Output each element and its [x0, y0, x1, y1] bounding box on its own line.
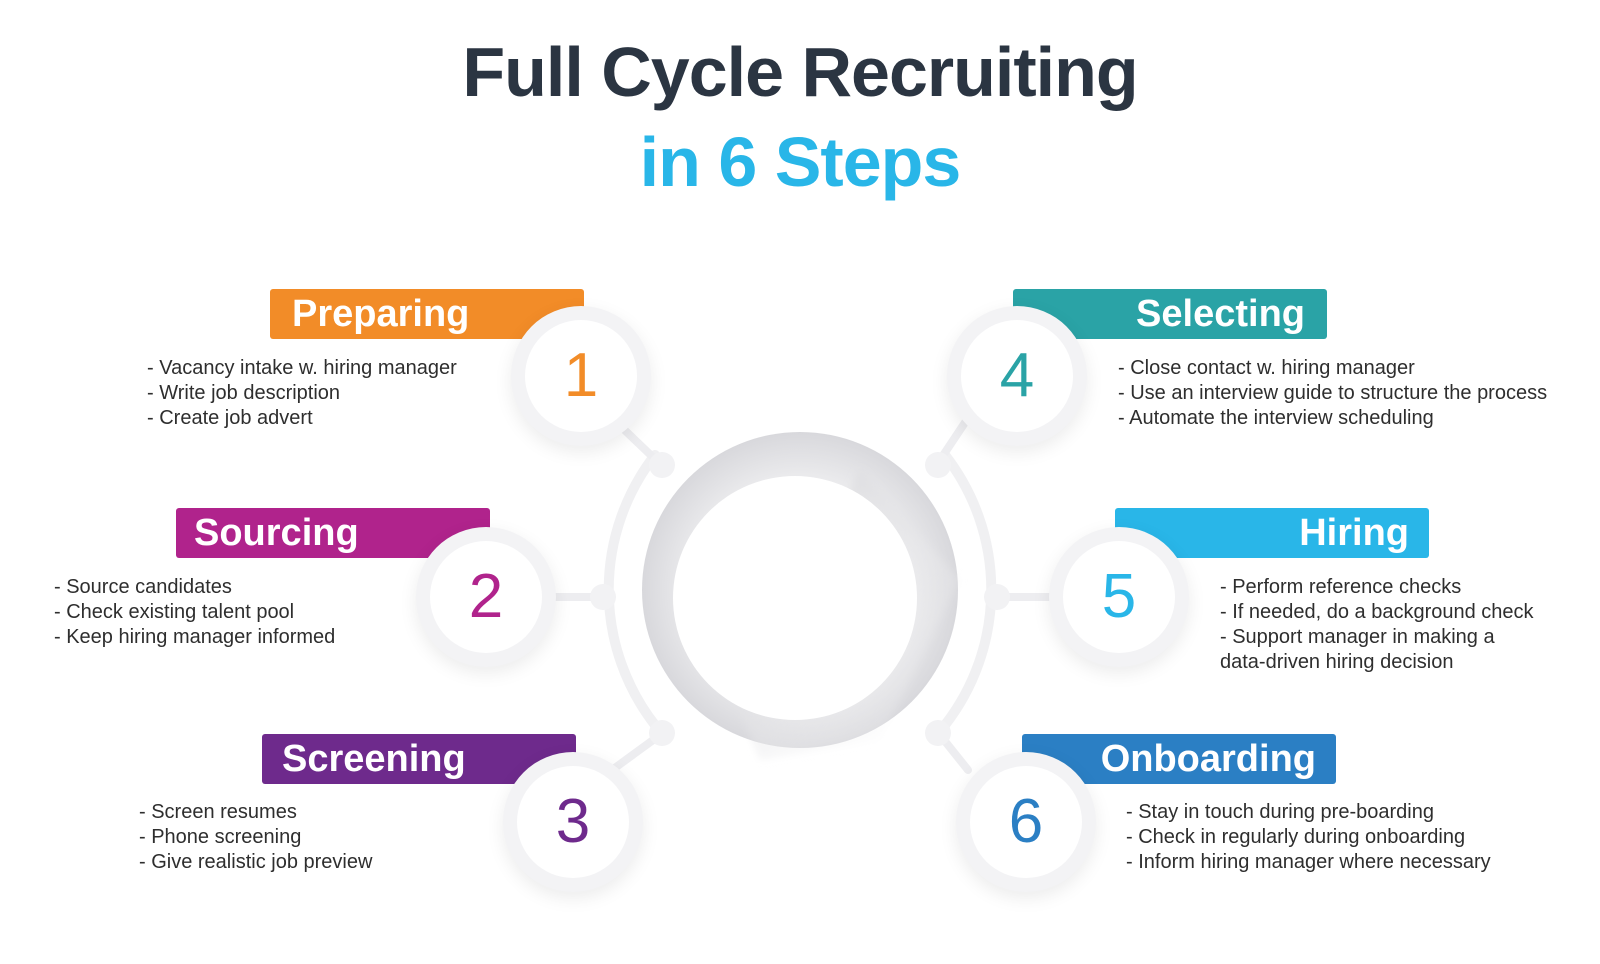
step-5-bullets: - Perform reference checks - If needed, …	[1220, 575, 1534, 675]
step-6-bullet: - Check in regularly during onboarding	[1126, 826, 1466, 848]
step-1-bullet: - Vacancy intake w. hiring manager	[147, 357, 457, 379]
junction-dot	[925, 452, 951, 478]
step-6-circle: 6	[970, 766, 1082, 878]
step-4-circle: 4	[961, 320, 1073, 432]
step-2-circle: 2	[430, 541, 542, 653]
step-3-bullets: - Screen resumes - Phone screening - Giv…	[139, 800, 372, 875]
step-3-circle: 3	[517, 766, 629, 878]
step-2-bullets: - Source candidates - Check existing tal…	[54, 575, 335, 650]
step-1-bullet: - Write job description	[147, 382, 341, 404]
step-1-banner: Preparing	[270, 289, 584, 339]
step-3-bullet: - Screen resumes	[139, 801, 297, 823]
step-5-banner: Hiring	[1115, 508, 1429, 558]
step-5-bullet: - If needed, do a background check	[1220, 601, 1534, 623]
step-6-bullets: - Stay in touch during pre-boarding - Ch…	[1126, 800, 1491, 875]
step-6-banner: Onboarding	[1022, 734, 1336, 784]
step-4-bullets: - Close contact w. hiring manager - Use …	[1118, 356, 1547, 431]
step-6-bullet: - Inform hiring manager where necessary	[1126, 851, 1491, 873]
connector-1	[608, 414, 662, 466]
center-disc	[673, 476, 917, 720]
step-5-bullet: - Perform reference checks	[1220, 576, 1462, 598]
page-subtitle: in 6 Steps	[639, 123, 962, 201]
connector-4	[936, 414, 972, 464]
step-2-bullet: - Check existing talent pool	[54, 601, 295, 623]
junction-dot	[590, 584, 616, 610]
step-5-bullet: data-driven hiring decision	[1220, 651, 1454, 673]
step-3-bullet: - Phone screening	[139, 826, 302, 848]
step-5-bullet: - Support manager in making a	[1220, 626, 1495, 648]
step-1-bullet: - Create job advert	[147, 407, 313, 429]
step-6-bullet: - Stay in touch during pre-boarding	[1126, 801, 1434, 823]
page-title: Full Cycle Recruiting	[462, 33, 1138, 111]
step-1-bullets: - Vacancy intake w. hiring manager - Wri…	[147, 356, 457, 431]
step-4-banner: Selecting	[1013, 289, 1327, 339]
step-2-bullet: - Source candidates	[54, 576, 232, 598]
step-3-bullet: - Give realistic job preview	[139, 851, 373, 873]
step-4-bullet: - Use an interview guide to structure th…	[1118, 382, 1548, 404]
step-2-banner: Sourcing	[176, 508, 490, 558]
junction-dot	[925, 720, 951, 746]
junction-dot	[984, 584, 1010, 610]
step-3-banner: Screening	[262, 734, 576, 784]
step-4-bullet: - Close contact w. hiring manager	[1118, 357, 1415, 379]
junction-dot	[649, 720, 675, 746]
junction-dot	[649, 452, 675, 478]
step-4-bullet: - Automate the interview scheduling	[1118, 407, 1434, 429]
step-5-circle: 5	[1063, 541, 1175, 653]
step-2-bullet: - Keep hiring manager informed	[54, 626, 336, 648]
step-1-circle: 1	[525, 320, 637, 432]
